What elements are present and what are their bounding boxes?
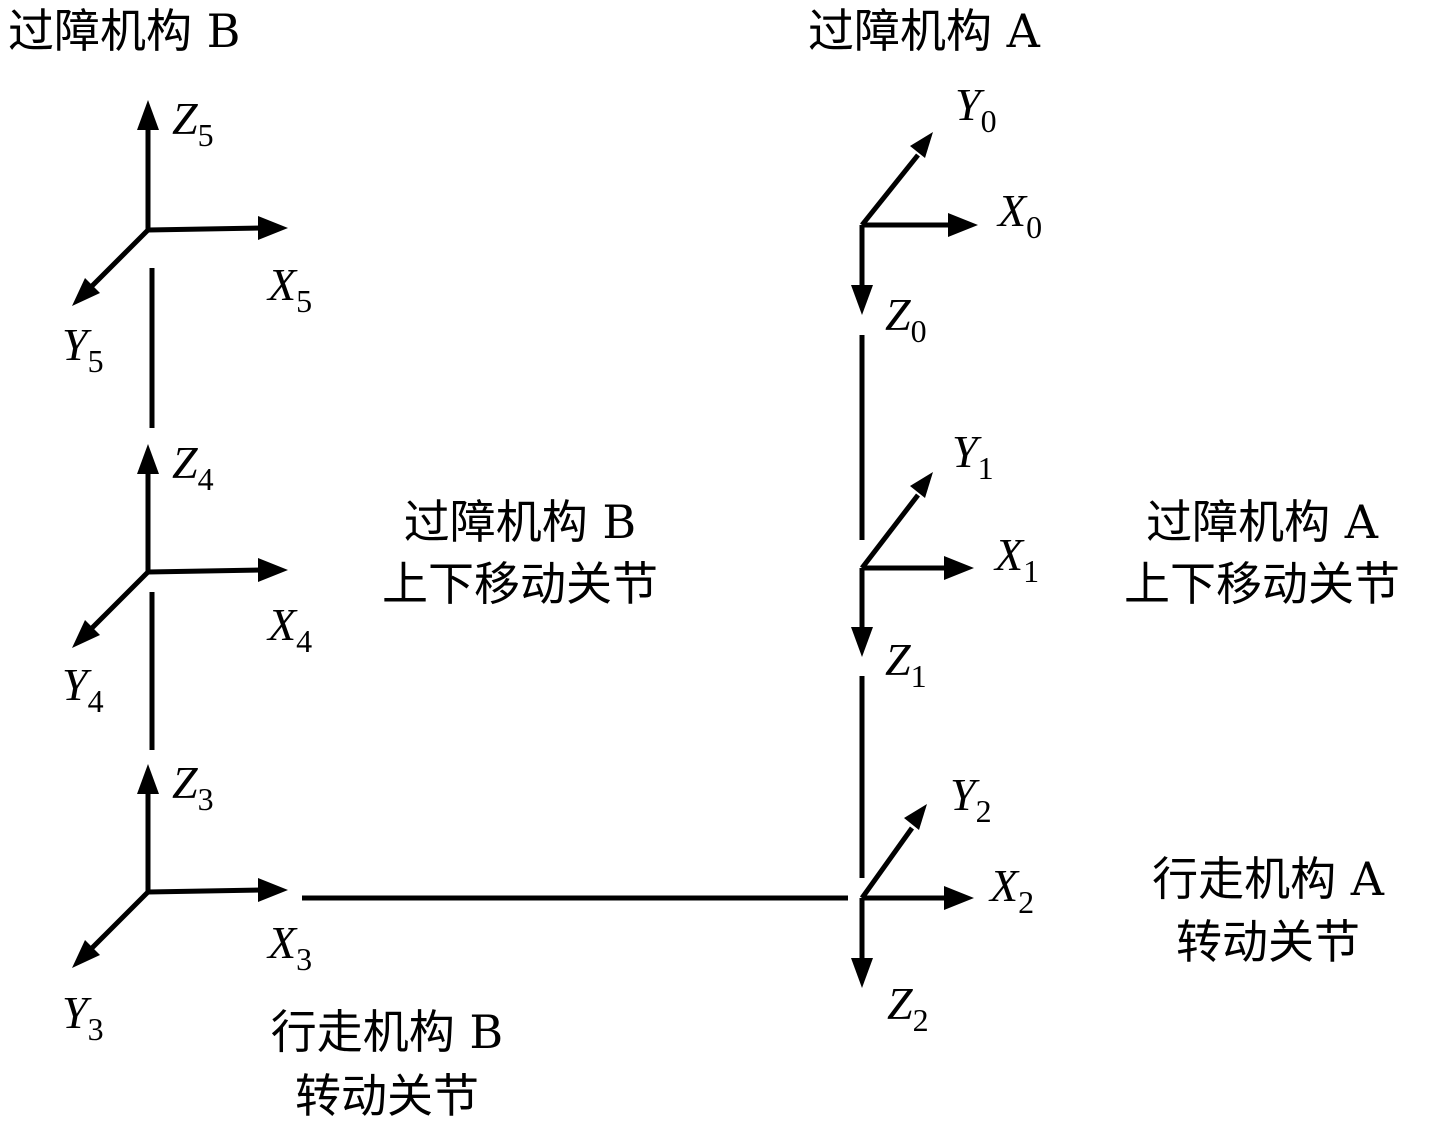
label-x5: X5 — [266, 259, 312, 319]
label-z1: Z1 — [885, 634, 927, 694]
joint-label-a-walk: 行走机构 A 转动关节 — [1152, 852, 1385, 969]
x4-arrow-icon — [258, 558, 288, 582]
title-mechanism-a: 过障机构 A — [808, 4, 1041, 58]
label-x0: X0 — [996, 185, 1042, 245]
label-x4: X4 — [266, 599, 312, 659]
z3-arrow-icon — [137, 764, 159, 794]
joint-b-walk-line1: 行走机构 B — [271, 1005, 503, 1059]
joint-a-lift-line2: 上下移动关节 — [1124, 557, 1400, 611]
joint-label-b-walk: 行走机构 B 转动关节 — [271, 1005, 503, 1123]
joint-b-lift-line2: 上下移动关节 — [382, 557, 658, 611]
link-lines — [149, 268, 865, 901]
label-y0: Y0 — [955, 79, 997, 139]
frame-1: X1 Y1 Z1 — [851, 426, 1039, 694]
y4-arrow-icon — [72, 620, 100, 648]
joint-b-walk-line2: 转动关节 — [295, 1069, 479, 1123]
label-z0: Z0 — [885, 289, 927, 349]
label-y1: Y1 — [952, 426, 994, 486]
joint-a-lift-line1: 过障机构 A — [1146, 495, 1379, 549]
frame-3: X3 Z3 Y3 — [62, 757, 312, 1047]
joint-a-walk-line2: 转动关节 — [1176, 915, 1360, 969]
frame-2: X2 Y2 Z2 — [851, 769, 1034, 1038]
frame-0: X0 Y0 Z0 — [851, 79, 1042, 349]
label-x2: X2 — [988, 860, 1034, 920]
label-y3: Y3 — [62, 987, 104, 1047]
joint-a-walk-line1: 行走机构 A — [1152, 852, 1385, 906]
y1-arrow-icon — [910, 472, 933, 498]
x3-arrow-icon — [258, 878, 288, 902]
x5-arrow-icon — [258, 216, 288, 240]
x0-arrow-icon — [948, 213, 978, 237]
z2-arrow-icon — [851, 958, 873, 988]
label-z5: Z5 — [172, 93, 214, 153]
z1-arrow-icon — [851, 627, 873, 657]
z4-arrow-icon — [137, 444, 159, 474]
label-x1: X1 — [993, 529, 1039, 589]
label-z4: Z4 — [172, 437, 214, 497]
joint-b-lift-line1: 过障机构 B — [404, 495, 636, 549]
y0-arrow-icon — [910, 132, 933, 158]
label-z3: Z3 — [172, 757, 214, 817]
frame-5: X5 Z5 Y5 — [62, 93, 312, 379]
frame-4: X4 Z4 Y4 — [62, 437, 312, 719]
y3-arrow-icon — [72, 940, 100, 968]
z5-arrow-icon — [137, 100, 159, 130]
x1-arrow-icon — [944, 556, 974, 580]
label-y2: Y2 — [950, 769, 992, 829]
label-z2: Z2 — [887, 978, 929, 1038]
label-y4: Y4 — [62, 659, 104, 719]
label-x3: X3 — [266, 917, 312, 977]
joint-label-b-lift: 过障机构 B 上下移动关节 — [382, 495, 658, 611]
joint-label-a-lift: 过障机构 A 上下移动关节 — [1124, 495, 1400, 611]
x2-arrow-icon — [944, 886, 974, 910]
title-mechanism-b: 过障机构 B — [8, 4, 240, 58]
label-y5: Y5 — [62, 319, 104, 379]
y2-arrow-icon — [904, 804, 927, 830]
y5-arrow-icon — [72, 278, 100, 306]
z0-arrow-icon — [851, 285, 873, 315]
